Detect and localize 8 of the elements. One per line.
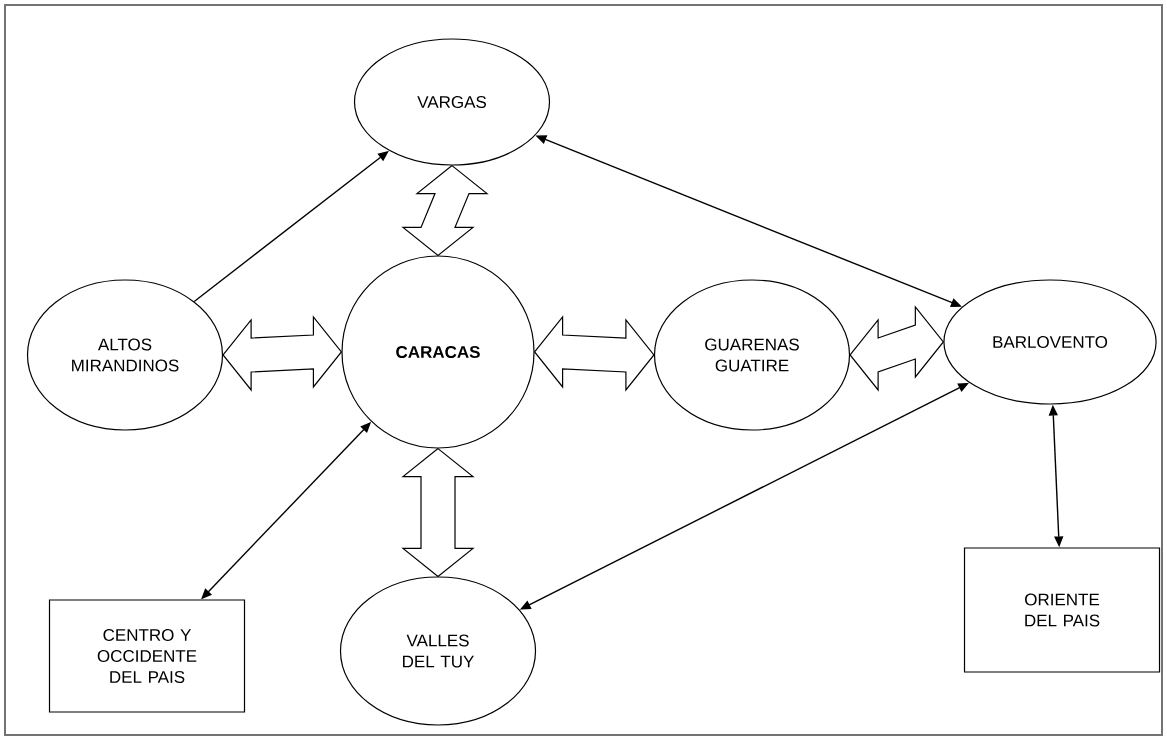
ellipse-node: VALLES DEL TUY (339, 576, 537, 726)
ellipse-node: VARGAS (353, 38, 551, 166)
ellipse-node: GUARENAS GUATIRE (653, 279, 851, 431)
process-box: ORIENTE DEL PAIS (963, 547, 1161, 673)
circle-node: CARACAS (341, 255, 535, 449)
ellipse-node: BARLOVENTO (943, 279, 1157, 405)
ellipse-node: ALTOS MIRANDINOS (26, 279, 224, 431)
process-box: CENTRO Y OCCIDENTE DEL PAIS (48, 599, 246, 713)
